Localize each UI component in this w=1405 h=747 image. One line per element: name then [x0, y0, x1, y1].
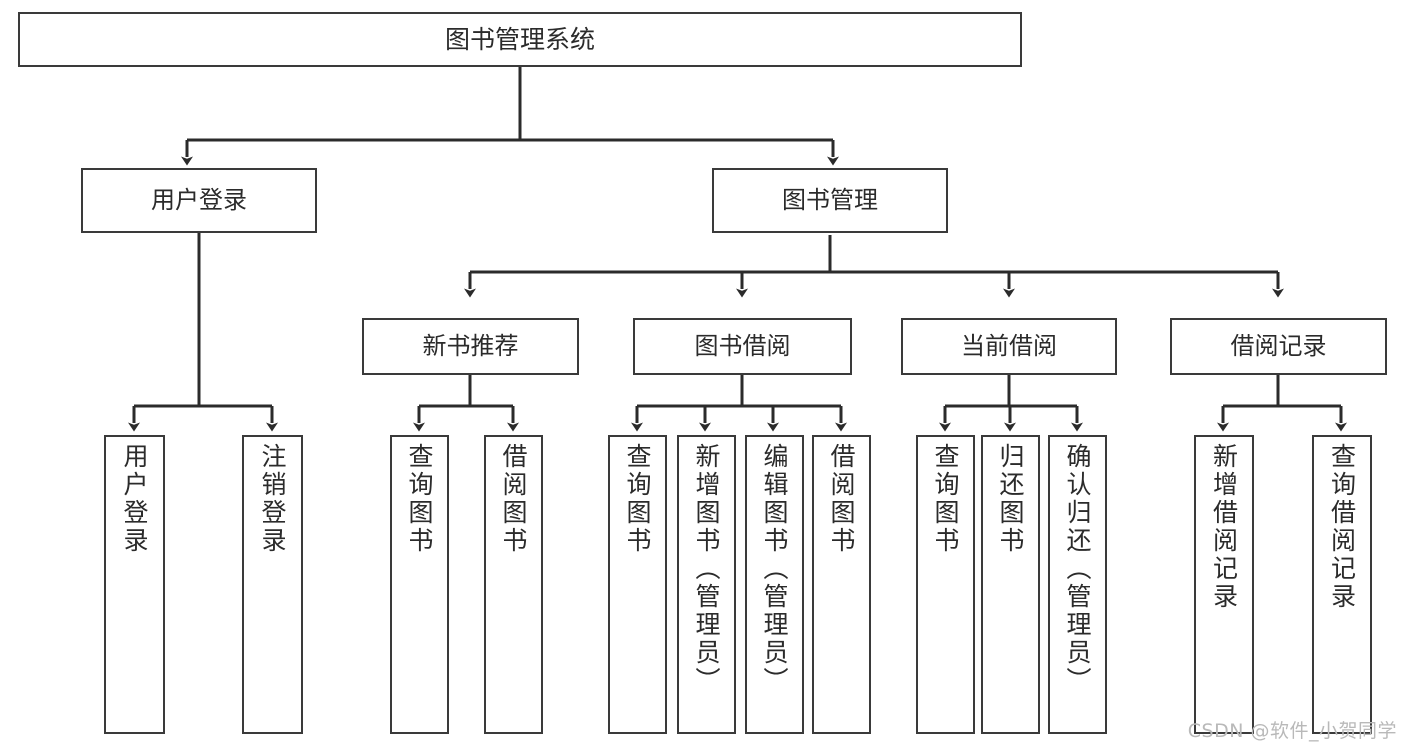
- node-book-management[interactable]: 图书管理: [712, 168, 948, 233]
- node-leaf-borrow-book-1[interactable]: 借阅图书: [484, 435, 543, 734]
- node-leaf-return-book[interactable]: 归还图书: [981, 435, 1040, 734]
- node-leaf-query-book-2-label: 查询图书: [623, 443, 652, 555]
- node-current-borrow[interactable]: 当前借阅: [901, 318, 1117, 375]
- node-leaf-query-borrow-record-label: 查询借阅记录: [1327, 443, 1357, 611]
- node-leaf-query-book-3[interactable]: 查询图书: [916, 435, 975, 734]
- node-leaf-borrow-book-2-label: 借阅图书: [827, 443, 856, 555]
- node-leaf-borrow-book-2[interactable]: 借阅图书: [812, 435, 871, 734]
- node-leaf-borrow-book-1-label: 借阅图书: [499, 443, 528, 555]
- node-leaf-logout-label: 注销登录: [258, 443, 287, 555]
- node-new-book-recommend-label: 新书推荐: [422, 332, 519, 361]
- node-leaf-query-book-2[interactable]: 查询图书: [608, 435, 667, 734]
- node-leaf-query-book-3-label: 查询图书: [931, 443, 960, 555]
- node-leaf-user-login-label: 用户登录: [120, 443, 149, 555]
- node-leaf-edit-book-label: 编辑图书（管理员）: [760, 443, 789, 695]
- node-leaf-user-login[interactable]: 用户登录: [104, 435, 165, 734]
- node-leaf-query-borrow-record[interactable]: 查询借阅记录: [1312, 435, 1372, 734]
- node-current-borrow-label: 当前借阅: [961, 332, 1057, 361]
- node-leaf-add-book-label: 新增图书（管理员）: [692, 443, 721, 695]
- node-leaf-add-book[interactable]: 新增图书（管理员）: [677, 435, 736, 734]
- node-leaf-edit-book[interactable]: 编辑图书（管理员）: [745, 435, 804, 734]
- node-leaf-confirm-return-label: 确认归还（管理员）: [1063, 443, 1092, 695]
- node-leaf-add-borrow-record[interactable]: 新增借阅记录: [1194, 435, 1254, 734]
- node-user-login-label: 用户登录: [151, 186, 247, 215]
- node-leaf-confirm-return[interactable]: 确认归还（管理员）: [1048, 435, 1107, 734]
- node-borrow-record-label: 借阅记录: [1230, 332, 1327, 361]
- node-leaf-query-book-1[interactable]: 查询图书: [390, 435, 449, 734]
- node-leaf-query-book-1-label: 查询图书: [405, 443, 434, 555]
- node-user-login[interactable]: 用户登录: [81, 168, 317, 233]
- node-borrow-record[interactable]: 借阅记录: [1170, 318, 1387, 375]
- node-new-book-recommend[interactable]: 新书推荐: [362, 318, 579, 375]
- node-book-borrow-label: 图书借阅: [694, 332, 791, 361]
- node-book-borrow[interactable]: 图书借阅: [633, 318, 852, 375]
- node-leaf-return-book-label: 归还图书: [996, 443, 1025, 555]
- node-book-management-label: 图书管理: [782, 186, 878, 215]
- node-root[interactable]: 图书管理系统: [18, 12, 1022, 67]
- node-leaf-add-borrow-record-label: 新增借阅记录: [1209, 443, 1239, 611]
- node-root-label: 图书管理系统: [444, 24, 595, 54]
- node-leaf-logout[interactable]: 注销登录: [242, 435, 303, 734]
